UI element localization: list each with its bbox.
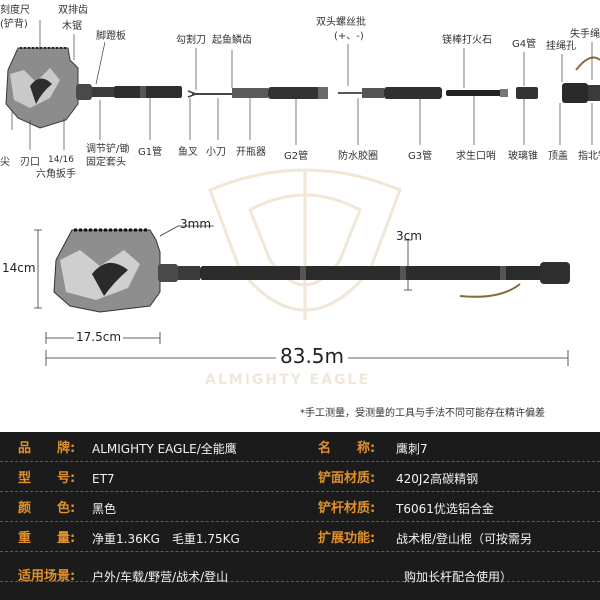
label-screwdriver-tips: (+、-) [334, 31, 364, 42]
spec-weight-value: 净重1.36KG 毛重1.75KG [92, 532, 240, 546]
label-saw: 木锯 [62, 21, 82, 32]
g1-tube-top [76, 84, 182, 100]
label-lanyard-hole: 挂绳孔 [546, 41, 576, 52]
dim-tube-diameter: 3cm [396, 229, 422, 243]
g4-tube-top [516, 56, 600, 103]
label-pedal-board: 脚蹬板 [96, 31, 126, 42]
collar [158, 264, 178, 282]
spec-brand-value: ALMIGHTY EAGLE/全能鹰 [92, 442, 237, 456]
spec-table: 品 牌: ALMIGHTY EAGLE/全能鹰 名 称: 鹰刺7 型 号: ET… [0, 432, 600, 600]
spec-blade-material-key: 铲面材质: [318, 471, 376, 486]
label-g3-tube: G3管 [408, 151, 433, 162]
shovel-blade-assembled [53, 228, 161, 313]
watermark-text: ALMIGHTY EAGLE [205, 372, 371, 388]
label-opener: 开瓶器 [236, 147, 266, 158]
spec-usage-key: 适用场景: [18, 569, 76, 584]
g3-tube-top [338, 87, 442, 99]
spec-blade-material-value: 420J2高碳精钢 [396, 472, 479, 486]
dim-blade-thickness: 3mm [180, 217, 212, 231]
label-fix-sleeve: 固定套头 [86, 157, 126, 168]
spec-model-key: 型 号: [18, 471, 76, 486]
spec-name-value: 鹰刺7 [396, 442, 428, 456]
spec-extension-value-2: 购加长杆配合使用） [404, 570, 513, 584]
label-top-cap: 顶盖 [548, 151, 568, 162]
label-hook-knife: 勾割刀 [176, 35, 206, 46]
exploded-parts-illustration [5, 20, 600, 150]
spec-color-value: 黑色 [92, 502, 117, 516]
spec-usage-value: 户外/车载/野营/战术/登山 [92, 570, 229, 584]
spec-model-value: ET7 [92, 472, 115, 486]
spec-brand-key: 品 牌: [18, 441, 76, 456]
spec-extension-key: 扩展功能: [318, 531, 376, 546]
label-wrist-rope: 失手绳 [570, 29, 600, 40]
label-hex-wrench-num: 14/16 [48, 155, 74, 165]
spec-rod-material-key: 铲杆材质: [318, 501, 376, 516]
fire-starter-top [446, 89, 508, 97]
spec-name-key: 名 称: [318, 441, 376, 456]
label-fire-starter: 镁棒打火石 [442, 35, 492, 46]
g2-tube-top [187, 87, 328, 99]
label-ruler-sub: (铲背) [0, 19, 28, 30]
spec-color-key: 颜 色: [18, 501, 76, 516]
label-compass: 指北针 [578, 151, 600, 162]
label-whistle: 求生口哨 [456, 151, 496, 162]
measurement-note: *手工测量，受测量的工具与手法不同可能存在精许偏差 [300, 408, 545, 419]
label-hex-wrench: 六角扳手 [36, 169, 76, 180]
label-fork: 鱼叉 [178, 147, 198, 158]
label-edge: 刃口 [20, 157, 40, 168]
spec-rod-material-value: T6061优选铝合金 [396, 502, 494, 516]
label-g1-tube: G1管 [138, 147, 163, 158]
assembled-tool-illustration [34, 225, 570, 366]
label-fish-scaler: 起鱼鳞齿 [212, 35, 252, 46]
shaft [200, 266, 560, 280]
label-small-knife: 小刀 [206, 147, 226, 158]
label-g4-tube: G4管 [512, 39, 537, 50]
label-double-teeth: 双排齿 [58, 5, 88, 16]
label-double-screwdriver: 双头螺丝批 [316, 17, 366, 28]
dim-height: 14cm [2, 261, 36, 275]
label-glass-breaker: 玻璃锥 [508, 151, 538, 162]
label-ruler: 刻度尺 [0, 5, 30, 16]
dim-blade-length: 17.5cm [74, 330, 124, 344]
label-g2-tube: G2管 [284, 151, 309, 162]
label-tip: 尖 [0, 157, 10, 168]
dim-total-length: 83.5m [276, 346, 349, 366]
shovel-blade-top [5, 47, 79, 129]
spec-weight-key: 重 量: [18, 531, 76, 546]
label-o-ring: 防水胶圈 [338, 151, 378, 162]
spec-extension-value-1: 战术棍/登山棍（可按需另 [396, 532, 533, 546]
label-adjust-sleeve: 调节铲/锄 [86, 144, 130, 155]
